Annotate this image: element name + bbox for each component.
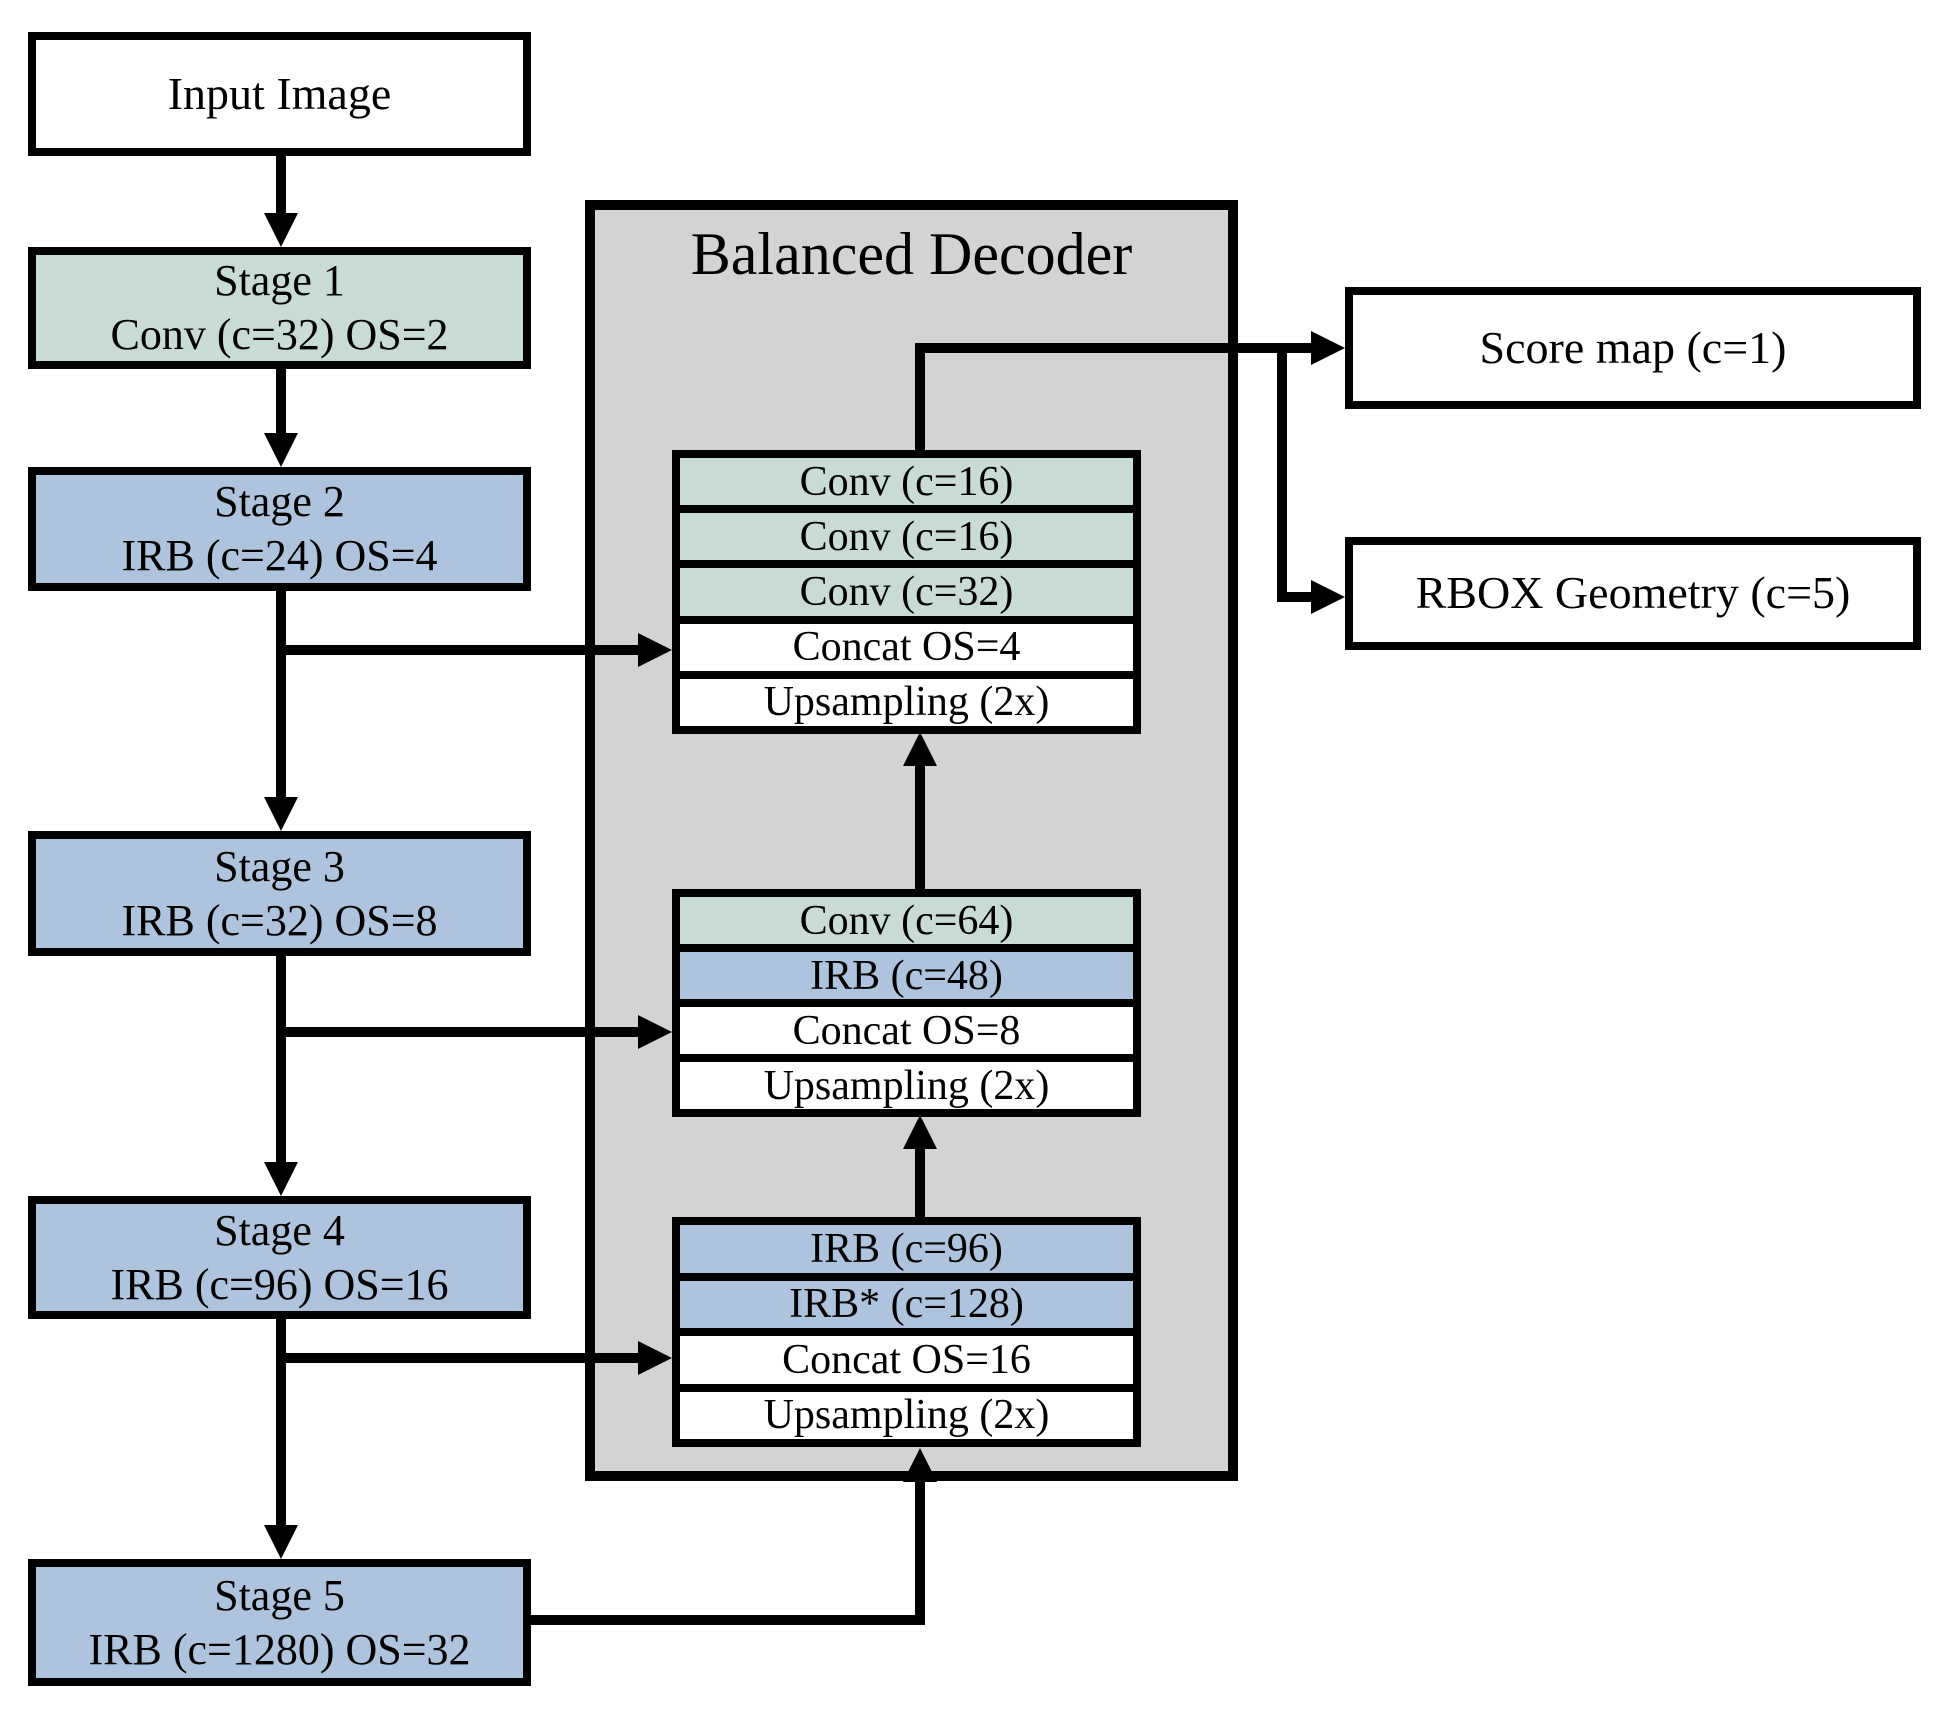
decoder-middle-row-4: Upsampling (2x) — [680, 1054, 1133, 1109]
decoder-bottom-block: IRB (c=96) IRB* (c=128) Concat OS=16 Ups… — [672, 1217, 1141, 1447]
decoder-top-row-2: Conv (c=16) — [680, 505, 1133, 561]
arrowhead-right-rbox-icon — [1311, 580, 1345, 614]
decoder-top-row-4-label: Concat OS=4 — [792, 624, 1021, 671]
line-out-to-rbox — [1277, 592, 1315, 602]
decoder-middle-row-3-label: Concat OS=8 — [792, 1007, 1021, 1054]
line-bottom-to-middle-block — [915, 1145, 925, 1217]
line-stage2-skip-to-concat-os4 — [276, 645, 642, 655]
arrowhead-down-stage2-icon — [264, 433, 298, 467]
arrowhead-right-score-map-icon — [1311, 331, 1345, 365]
decoder-bottom-row-1-label: IRB (c=96) — [810, 1225, 1003, 1272]
rbox-geometry-box: RBOX Geometry (c=5) — [1345, 537, 1921, 650]
stage-5-subtitle: IRB (c=1280) OS=32 — [88, 1624, 471, 1674]
line-input-to-stage1 — [276, 155, 286, 217]
decoder-bottom-row-3: Concat OS=16 — [680, 1328, 1133, 1384]
decoder-top-row-3: Conv (c=32) — [680, 560, 1133, 616]
decoder-top-row-2-label: Conv (c=16) — [799, 513, 1014, 560]
decoder-middle-row-4-label: Upsampling (2x) — [763, 1062, 1050, 1109]
decoder-middle-row-3: Concat OS=8 — [680, 999, 1133, 1054]
input-image-box: Input Image — [28, 32, 531, 156]
arrowhead-up-middle-block-icon — [903, 1115, 937, 1149]
decoder-bottom-row-3-label: Concat OS=16 — [782, 1336, 1031, 1383]
decoder-middle-row-1: Conv (c=64) — [680, 897, 1133, 944]
stage-1-title: Stage 1 — [214, 256, 345, 305]
input-image-label: Input Image — [167, 67, 392, 119]
score-map-box: Score map (c=1) — [1345, 287, 1921, 409]
decoder-bottom-row-2: IRB* (c=128) — [680, 1272, 1133, 1328]
arrowhead-right-concat-os4-icon — [638, 633, 672, 667]
arrowhead-down-stage1-icon — [264, 213, 298, 247]
line-stage4-to-stage5 — [276, 1318, 286, 1528]
stage-2-title: Stage 2 — [214, 477, 345, 526]
arrowhead-right-concat-os8-icon — [638, 1015, 672, 1049]
balanced-decoder-title: Balanced Decoder — [690, 221, 1133, 287]
decoder-top-row-1: Conv (c=16) — [680, 458, 1133, 506]
decoder-middle-row-2: IRB (c=48) — [680, 944, 1133, 999]
line-stage4-skip-to-concat-os16 — [276, 1353, 642, 1363]
stage-3-title: Stage 3 — [214, 841, 345, 891]
stage-4-title: Stage 4 — [214, 1205, 345, 1255]
line-stage5-horizontal — [530, 1615, 925, 1625]
stage-5-box: Stage 5 IRB (c=1280) OS=32 — [28, 1559, 531, 1686]
line-middle-to-top-block — [915, 762, 925, 889]
stage-4-box: Stage 4 IRB (c=96) OS=16 — [28, 1196, 531, 1319]
arrowhead-right-concat-os16-icon — [638, 1341, 672, 1375]
decoder-top-row-5-label: Upsampling (2x) — [763, 679, 1050, 726]
score-map-label: Score map (c=1) — [1479, 321, 1787, 373]
line-stage2-to-stage3 — [276, 590, 286, 800]
stage-1-box: Stage 1 Conv (c=32) OS=2 — [28, 247, 531, 369]
stage-4-subtitle: IRB (c=96) OS=16 — [110, 1259, 449, 1309]
arrowhead-down-stage5-icon — [264, 1525, 298, 1559]
arrowhead-up-top-block-icon — [903, 732, 937, 766]
decoder-top-row-4: Concat OS=4 — [680, 615, 1133, 671]
decoder-middle-row-2-label: IRB (c=48) — [810, 952, 1003, 999]
stage-1-subtitle: Conv (c=32) OS=2 — [110, 310, 449, 359]
stage-3-box: Stage 3 IRB (c=32) OS=8 — [28, 831, 531, 956]
decoder-bottom-row-4: Upsampling (2x) — [680, 1383, 1133, 1439]
line-top-block-up — [915, 343, 925, 450]
stage-2-subtitle: IRB (c=24) OS=4 — [121, 531, 438, 580]
rbox-geometry-label: RBOX Geometry (c=5) — [1415, 567, 1851, 619]
line-stage3-to-stage4 — [276, 955, 286, 1165]
arrowhead-up-bottom-block-icon — [903, 1448, 937, 1482]
arrowhead-down-stage3-icon — [264, 797, 298, 831]
line-stage5-vertical — [915, 1478, 925, 1625]
decoder-top-row-5: Upsampling (2x) — [680, 670, 1133, 727]
decoder-bottom-row-1: IRB (c=96) — [680, 1225, 1133, 1273]
decoder-bottom-row-4-label: Upsampling (2x) — [763, 1392, 1050, 1439]
line-stage1-to-stage2 — [276, 368, 286, 436]
stage-5-title: Stage 5 — [214, 1570, 345, 1620]
stage-2-box: Stage 2 IRB (c=24) OS=4 — [28, 467, 531, 591]
decoder-top-row-1-label: Conv (c=16) — [799, 458, 1014, 505]
arrowhead-down-stage4-icon — [264, 1162, 298, 1196]
line-out-branch-down — [1277, 343, 1287, 602]
line-out-to-score-map — [915, 343, 1315, 353]
decoder-middle-block: Conv (c=64) IRB (c=48) Concat OS=8 Upsam… — [672, 889, 1141, 1117]
stage-3-subtitle: IRB (c=32) OS=8 — [121, 895, 438, 945]
decoder-top-block: Conv (c=16) Conv (c=16) Conv (c=32) Conc… — [672, 450, 1141, 734]
decoder-bottom-row-2-label: IRB* (c=128) — [789, 1281, 1024, 1328]
decoder-middle-row-1-label: Conv (c=64) — [799, 897, 1014, 944]
decoder-top-row-3-label: Conv (c=32) — [799, 569, 1014, 615]
line-stage3-skip-to-concat-os8 — [276, 1027, 642, 1037]
